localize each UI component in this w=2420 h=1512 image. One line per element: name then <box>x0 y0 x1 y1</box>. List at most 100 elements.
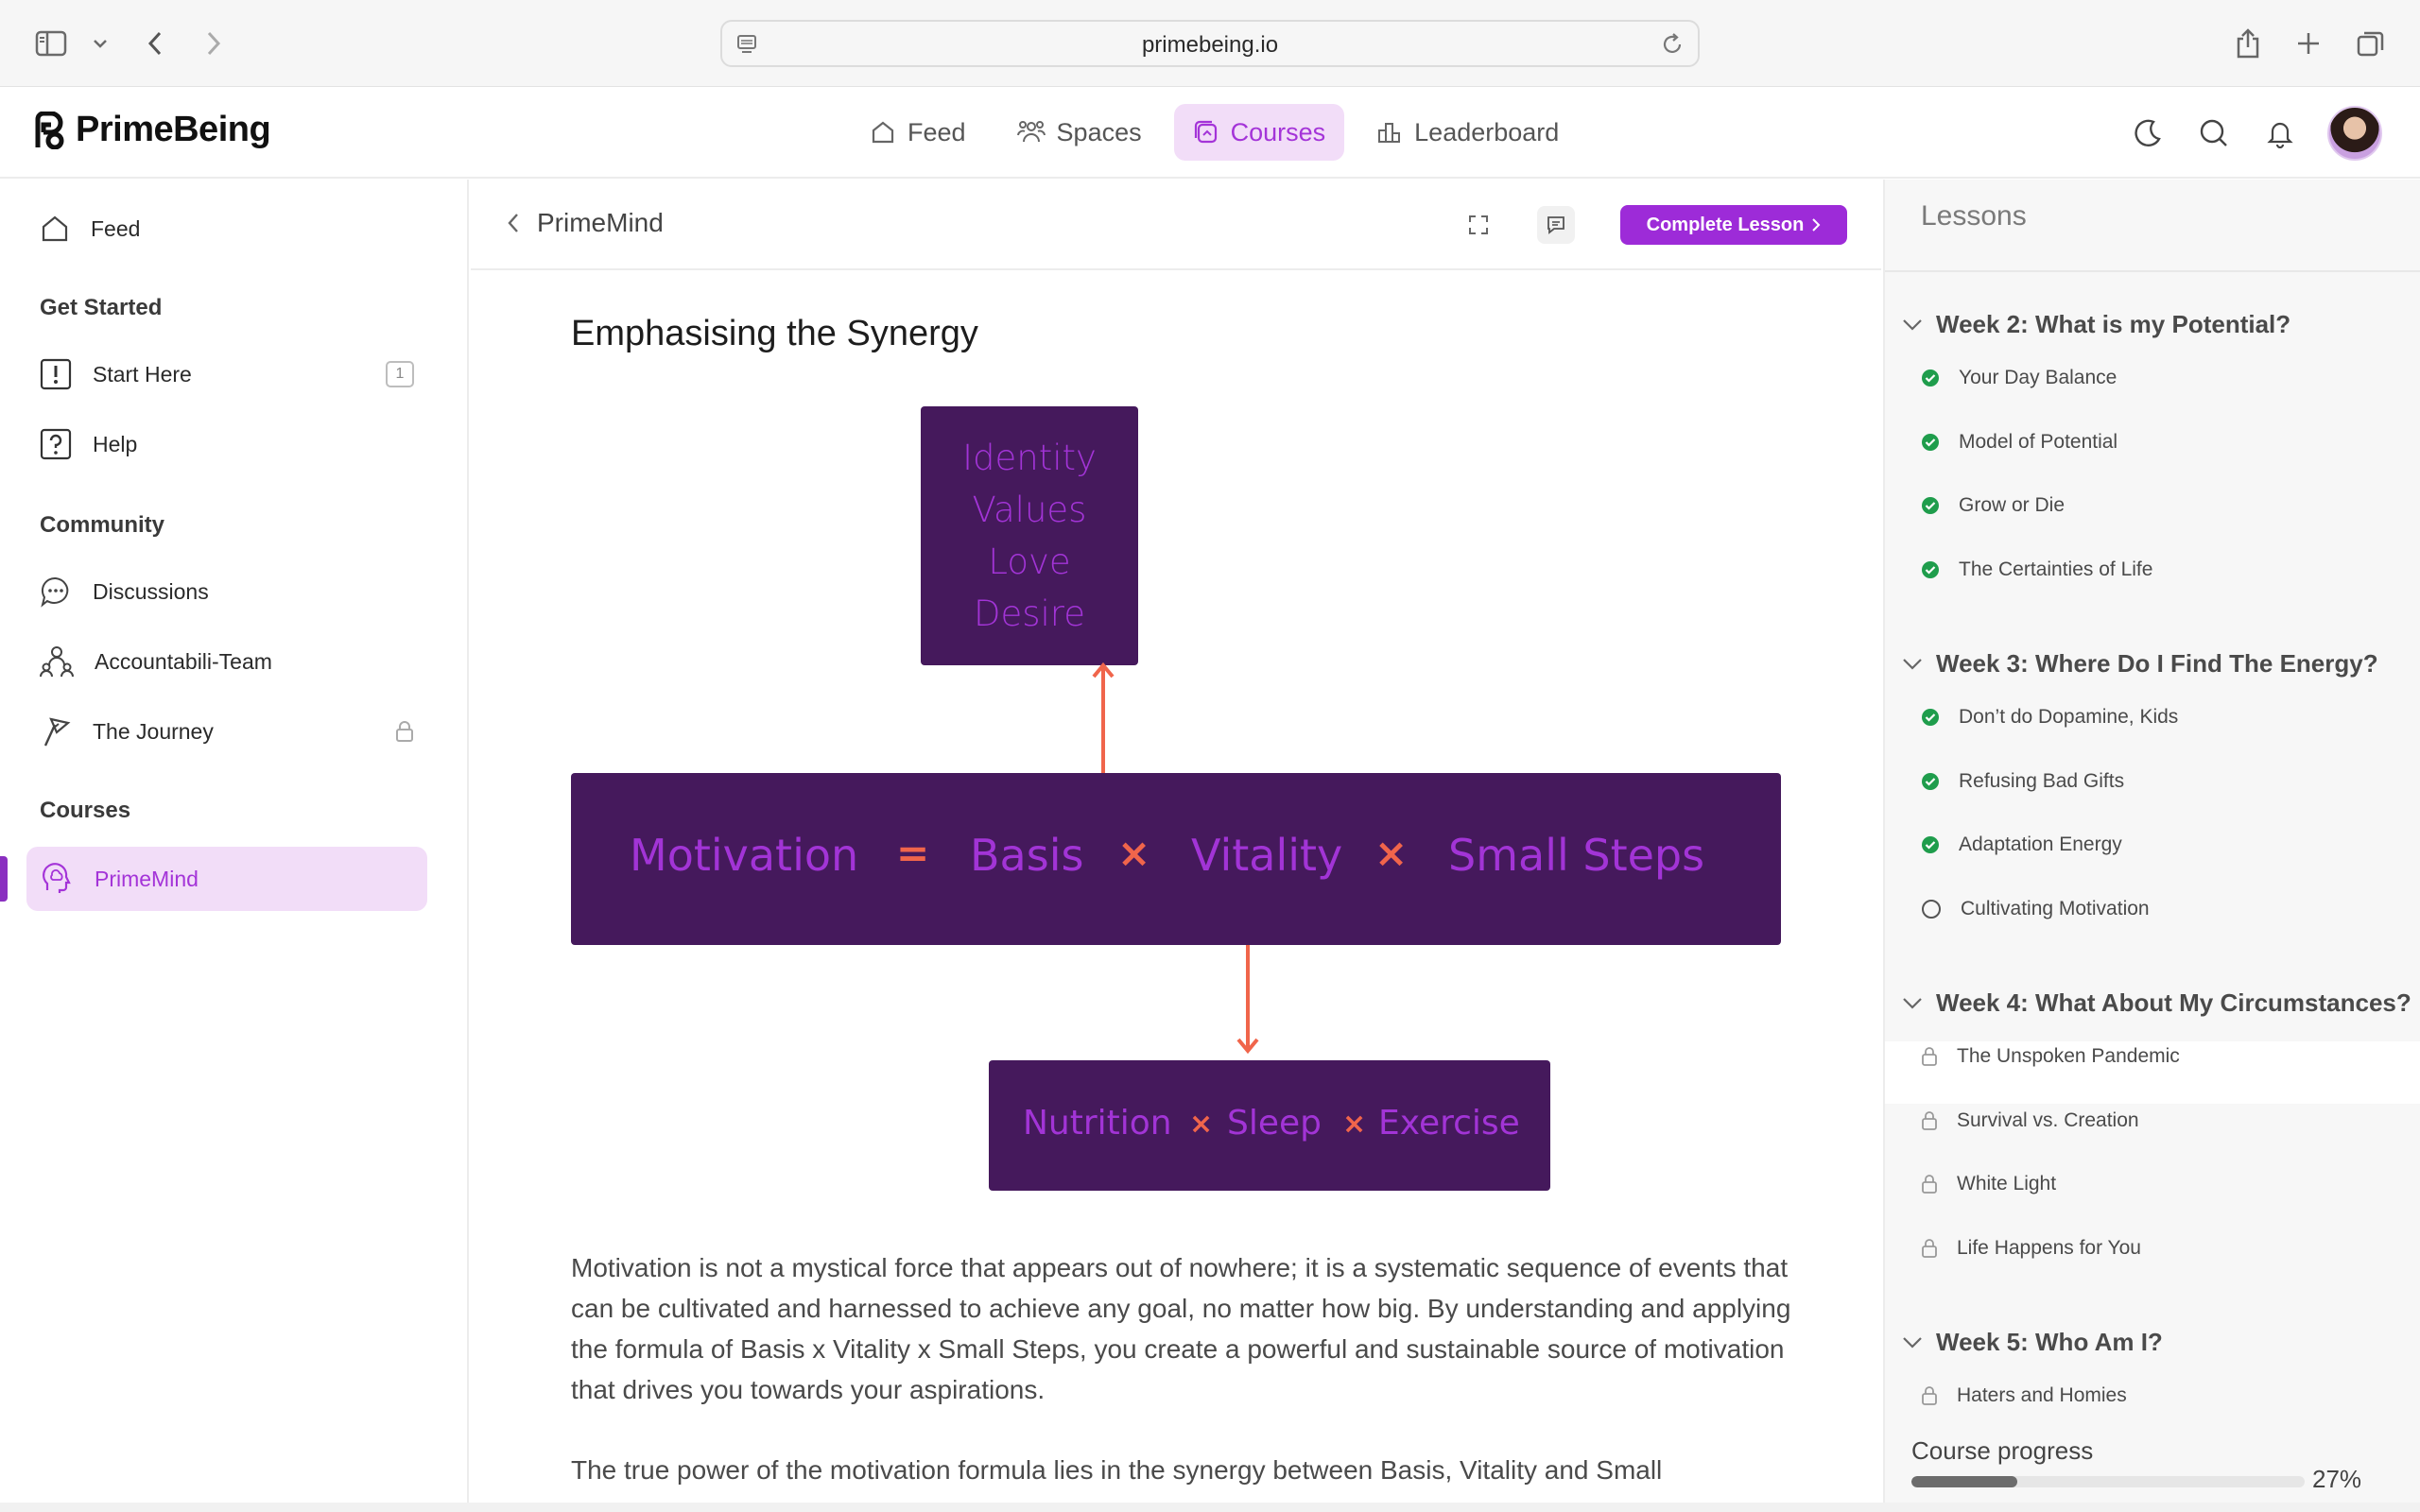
chat-bubble-icon <box>41 576 69 608</box>
diagram-equation-box: Motivation = Basis × Vitality × Small St… <box>571 773 1781 945</box>
lesson-title: Emphasising the Synergy <box>571 314 978 353</box>
diagram-top-box: Identity Values Love Desire <box>921 406 1138 665</box>
sidebar-toggle-icon[interactable] <box>32 25 70 62</box>
sidebar-item-label: Discussions <box>93 578 209 604</box>
vitality-times: × <box>1189 1108 1214 1141</box>
equation-small-steps: Small Steps <box>1448 830 1705 881</box>
nav-courses[interactable]: Courses <box>1173 104 1345 161</box>
fullscreen-icon[interactable] <box>1460 206 1497 244</box>
circle-icon <box>1921 899 1942 919</box>
question-icon <box>40 428 72 460</box>
check-circle-icon <box>1921 369 1940 387</box>
vitality-exercise: Exercise <box>1378 1104 1520 1143</box>
lesson-item[interactable]: Adaptation Energy <box>1921 826 2412 864</box>
lesson-content: PrimeMind Complete Lesson Emphasising th… <box>471 180 1881 1512</box>
header-actions <box>2129 106 2382 161</box>
forward-icon[interactable] <box>195 25 233 62</box>
nav-leaderboard-label: Leaderboard <box>1414 117 1560 146</box>
chevron-down-icon <box>1903 318 1922 331</box>
sidebar-item-label: Start Here <box>93 361 192 387</box>
lesson-item[interactable]: Cultivating Motivation <box>1921 890 2412 928</box>
url-text: primebeing.io <box>1141 32 1279 58</box>
sidebar-item-label: The Journey <box>93 718 214 744</box>
back-icon[interactable] <box>136 25 174 62</box>
nav-leaderboard[interactable]: Leaderboard <box>1357 104 1578 161</box>
lesson-item[interactable]: Haters and Homies <box>1921 1377 2412 1415</box>
lesson-item[interactable]: The Certainties of Life <box>1921 551 2412 589</box>
week-title: Week 2: What is my Potential? <box>1936 310 2291 338</box>
app-header: PrimeBeing Feed Spaces Courses Leaderboa… <box>0 87 2420 179</box>
lesson-label: Survival vs. Creation <box>1957 1108 2139 1131</box>
lesson-paragraph: Motivation is not a mystical force that … <box>571 1253 1791 1404</box>
lock-icon <box>395 720 414 748</box>
nav-feed[interactable]: Feed <box>851 104 985 161</box>
window-bottom-edge <box>0 1503 2420 1512</box>
chevron-down-icon <box>1903 1336 1922 1349</box>
avatar[interactable] <box>2327 106 2382 161</box>
browser-toolbar: primebeing.io <box>0 0 2420 87</box>
dark-mode-icon[interactable] <box>2129 114 2167 152</box>
check-circle-icon <box>1921 496 1940 515</box>
comment-icon[interactable] <box>1537 206 1575 244</box>
check-circle-icon <box>1921 772 1940 791</box>
lesson-item[interactable]: Your Day Balance <box>1921 359 2412 397</box>
sidebar-item-primemind[interactable]: PrimeMind <box>40 858 427 900</box>
sidebar-item-the-journey[interactable]: The Journey <box>40 711 427 752</box>
lesson-label: Cultivating Motivation <box>1961 897 2150 919</box>
vitality-times: × <box>1342 1108 1367 1141</box>
divider <box>1885 270 2420 272</box>
bell-icon[interactable] <box>2261 114 2299 152</box>
sidebar-item-accountabili-team[interactable]: Accountabili-Team <box>40 641 427 682</box>
active-highlight <box>26 847 427 911</box>
lesson-item[interactable]: Survival vs. Creation <box>1921 1102 2412 1140</box>
sidebar-item-feed[interactable]: Feed <box>40 208 427 249</box>
lesson-item[interactable]: White Light <box>1921 1165 2412 1203</box>
tab-overview-icon[interactable] <box>2352 25 2390 62</box>
check-circle-icon <box>1921 835 1940 854</box>
search-icon[interactable] <box>2195 114 2233 152</box>
lesson-item[interactable]: Grow or Die <box>1921 487 2412 524</box>
diagram-top-line: Identity <box>962 438 1097 478</box>
week-header[interactable]: Week 2: What is my Potential? <box>1902 310 2412 339</box>
address-bar[interactable]: primebeing.io <box>720 20 1700 67</box>
count-badge: 1 <box>386 361 414 387</box>
sidebar-item-start-here[interactable]: Start Here 1 <box>40 353 427 395</box>
complete-lesson-button[interactable]: Complete Lesson <box>1620 205 1847 245</box>
week-header[interactable]: Week 5: Who Am I? <box>1902 1328 2412 1357</box>
equation-vitality: Vitality <box>1191 830 1343 881</box>
week-header[interactable]: Week 3: Where Do I Find The Energy? <box>1902 649 2412 679</box>
lesson-item[interactable]: Refusing Bad Gifts <box>1921 763 2412 800</box>
lesson-label: Life Happens for You <box>1957 1236 2141 1259</box>
site-settings-icon[interactable] <box>735 33 758 60</box>
diagram-top-line: Love <box>988 541 1071 582</box>
brain-icon <box>43 863 71 893</box>
sidebar-item-discussions[interactable]: Discussions <box>40 571 427 612</box>
section-courses: Courses <box>40 798 131 823</box>
lesson-item[interactable]: Life Happens for You <box>1921 1229 2412 1267</box>
sidebar-item-label: Feed <box>91 215 141 241</box>
nav-spaces-label: Spaces <box>1056 117 1142 146</box>
journey-flag-icon <box>43 717 71 747</box>
logo[interactable]: PrimeBeing <box>32 110 271 150</box>
reload-icon[interactable] <box>1660 32 1685 61</box>
current-lesson-highlight <box>1885 1041 2420 1104</box>
new-tab-icon[interactable] <box>2290 25 2327 62</box>
exclamation-icon <box>40 358 72 390</box>
lesson-item[interactable]: The Unspoken Pandemic <box>1921 1038 2412 1075</box>
week-header[interactable]: Week 4: What About My Circumstances? <box>1902 988 2412 1018</box>
left-sidebar: Feed Get Started Start Here 1 Help Commu… <box>0 180 469 1512</box>
sidebar-item-help[interactable]: Help <box>40 423 427 465</box>
check-circle-icon <box>1921 708 1940 727</box>
people-icon <box>1016 121 1046 143</box>
equation-equals: = <box>896 830 930 876</box>
lesson-label: White Light <box>1957 1173 2057 1194</box>
breadcrumb[interactable]: PrimeMind <box>507 208 664 238</box>
nav-spaces[interactable]: Spaces <box>998 104 1161 161</box>
lesson-item[interactable]: Model of Potential <box>1921 423 2412 461</box>
vitality-nutrition: Nutrition <box>1023 1104 1172 1143</box>
diagram-vitality-box: Nutrition × Sleep × Exercise <box>989 1060 1550 1191</box>
chevron-down-icon[interactable] <box>81 25 119 62</box>
lesson-item[interactable]: Don’t do Dopamine, Kids <box>1921 698 2412 736</box>
share-icon[interactable] <box>2229 25 2267 62</box>
complete-lesson-label: Complete Lesson <box>1646 214 1805 235</box>
